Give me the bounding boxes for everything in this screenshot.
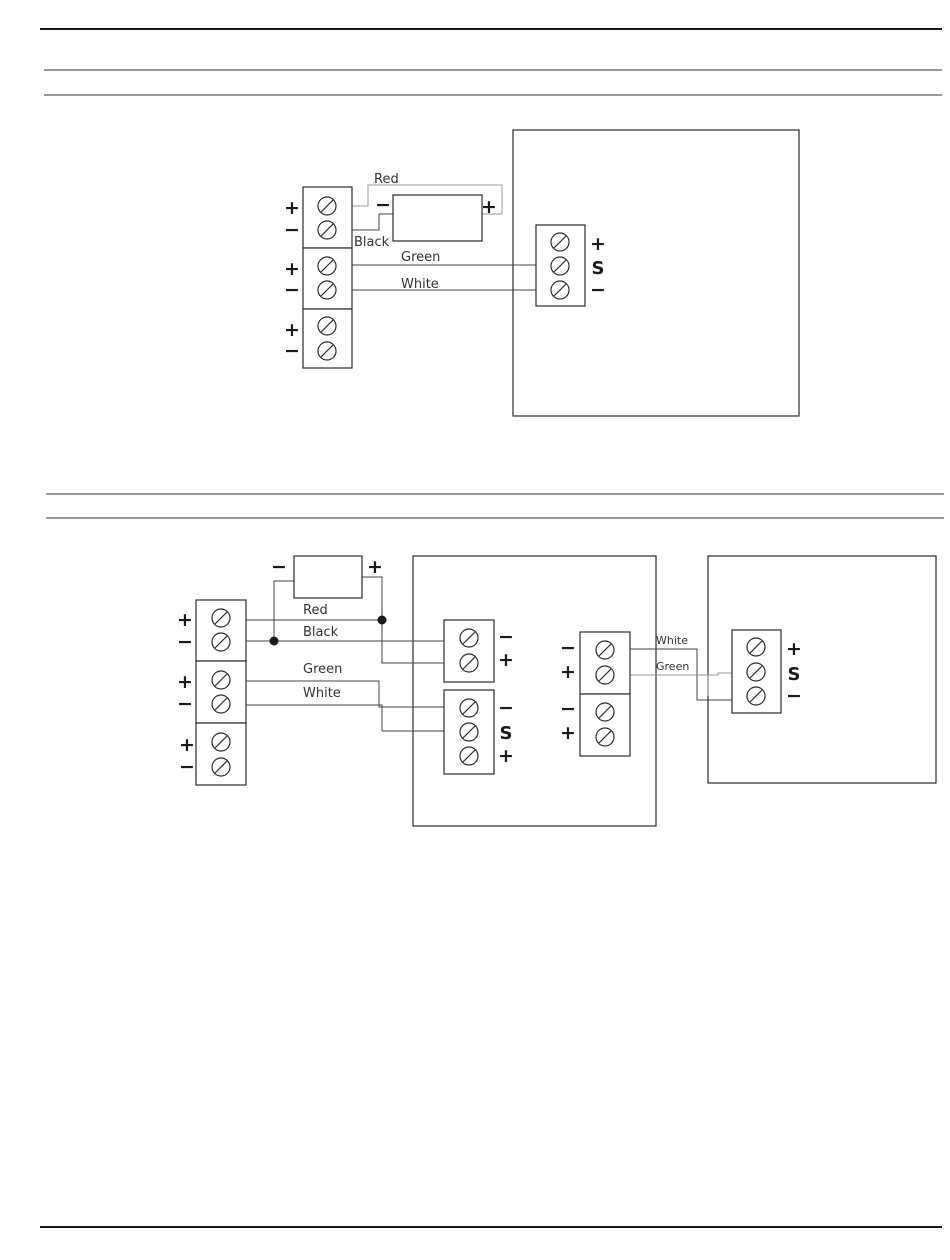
d2-mid-out-4: + [560, 722, 576, 744]
d2-mid-in-lower-2: S [500, 723, 513, 744]
d1-left-polarity-4: − [284, 279, 300, 301]
d2-left-polarity-4: − [177, 693, 193, 715]
d2-mid-out-3: − [560, 698, 576, 720]
d2-screw [460, 654, 478, 672]
d1-screw [318, 317, 336, 335]
d2-mid-in-upper-1: − [498, 626, 514, 648]
d2-label-green-right: Green [656, 660, 689, 673]
d1-left-polarity-3: + [284, 258, 300, 280]
d1-black-wire [352, 214, 393, 230]
d2-power-supply [294, 556, 362, 598]
d2-screw [212, 733, 230, 751]
d1-screw [318, 342, 336, 360]
d1-right-label-minus: − [590, 279, 606, 301]
d1-screw [318, 221, 336, 239]
d2-screw [460, 747, 478, 765]
d2-screw [596, 666, 614, 684]
d1-screw [551, 257, 569, 275]
d1-screw [551, 233, 569, 251]
d2-left-polarity-5: + [179, 734, 195, 756]
d1-power-supply [393, 195, 482, 241]
d2-screw [212, 633, 230, 651]
diagram-1: + − + − + − − + + S − Red Black Green Wh… [284, 130, 799, 416]
d2-left-polarity-2: − [177, 631, 193, 653]
d2-white-wire [246, 705, 444, 731]
d2-screw [596, 641, 614, 659]
d2-screw [212, 609, 230, 627]
d1-left-polarity-6: − [284, 340, 300, 362]
d1-screw [318, 197, 336, 215]
d2-mid-in-lower-3: + [498, 745, 514, 767]
d1-screw [551, 281, 569, 299]
d2-left-block-2 [196, 661, 246, 723]
d2-screw [747, 638, 765, 656]
diagram-2: + − + − + − − + − + − S + − + − + + S − … [177, 556, 936, 826]
d2-right-label-minus: − [786, 685, 802, 707]
d2-green-wire [246, 681, 444, 707]
d2-screw [212, 671, 230, 689]
d2-mid-out-1: − [560, 637, 576, 659]
d2-screw [596, 728, 614, 746]
d2-green-wire-right-b [708, 673, 732, 675]
d2-screw [212, 758, 230, 776]
d1-left-polarity-2: − [284, 219, 300, 241]
d2-green-wire-right-a [630, 675, 708, 696]
d2-psu-negative: − [271, 556, 287, 578]
d2-mid-out-2: + [560, 661, 576, 683]
d2-label-black: Black [303, 625, 339, 640]
d1-screw [318, 257, 336, 275]
d1-left-polarity-1: + [284, 197, 300, 219]
d2-left-polarity-3: + [177, 671, 193, 693]
d2-screw [460, 723, 478, 741]
d1-label-black: Black [354, 235, 390, 250]
d1-right-label-s: S [592, 258, 605, 279]
d2-psu-positive: + [367, 556, 383, 578]
d2-screw [596, 703, 614, 721]
d2-label-green: Green [303, 662, 342, 677]
d1-screw [318, 281, 336, 299]
d2-left-polarity-1: + [177, 609, 193, 631]
d2-junction-black [270, 637, 279, 646]
d1-left-polarity-5: + [284, 319, 300, 341]
d2-label-white-right: White [656, 634, 688, 647]
d2-screw [460, 629, 478, 647]
d2-label-white: White [303, 686, 341, 701]
d2-right-label-s: S [788, 664, 801, 685]
d2-screw [212, 695, 230, 713]
d2-screw [460, 699, 478, 717]
d1-label-red: Red [374, 172, 399, 187]
d2-screw [747, 663, 765, 681]
d2-junction-red [378, 616, 387, 625]
d2-mid-in-upper-2: + [498, 649, 514, 671]
d2-screw [747, 687, 765, 705]
d1-psu-negative: − [375, 194, 391, 216]
d1-label-white: White [401, 277, 439, 292]
d1-label-green: Green [401, 250, 440, 265]
d2-right-label-plus: + [786, 638, 802, 660]
d2-left-polarity-6: − [179, 756, 195, 778]
d2-label-red: Red [303, 603, 328, 618]
d1-psu-positive: + [481, 196, 497, 218]
d2-mid-in-lower-1: − [498, 697, 514, 719]
d1-right-label-plus: + [590, 233, 606, 255]
